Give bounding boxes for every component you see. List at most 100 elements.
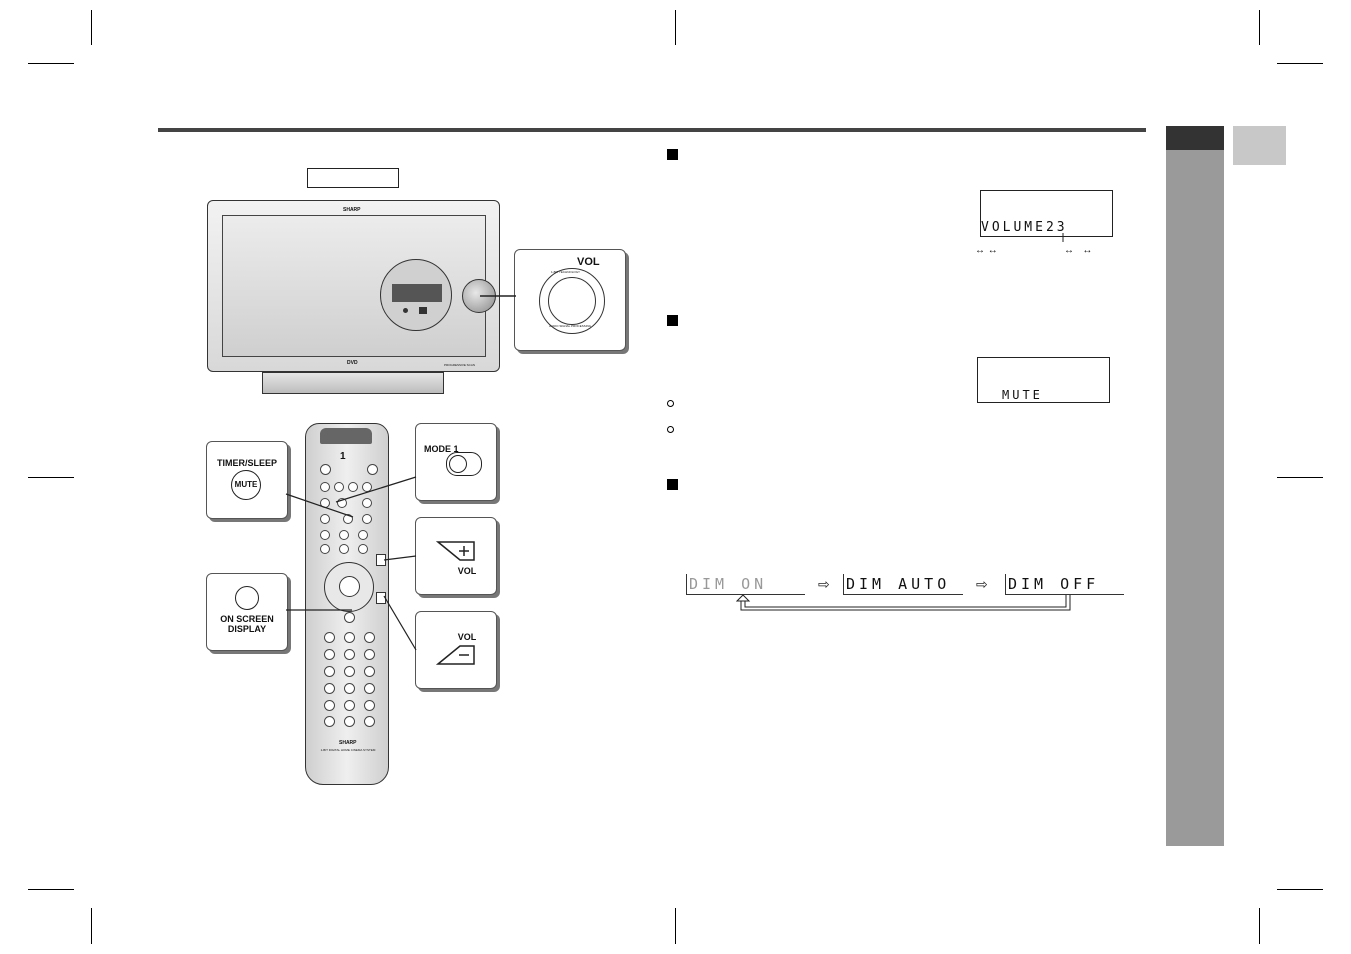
remote-button[interactable]	[324, 716, 335, 727]
remote-button[interactable]	[364, 716, 375, 727]
mute-label: MUTE	[234, 480, 258, 489]
vol-down-button-illustration[interactable]	[436, 642, 476, 668]
remote-button[interactable]	[358, 530, 368, 540]
remote-button[interactable]	[364, 700, 375, 711]
main-unit: SHARP DVD PROGRESSIVE SCAN	[207, 200, 500, 372]
on-screen-button-illustration[interactable]	[235, 586, 259, 610]
crop-mark	[675, 10, 676, 45]
remote-number-button[interactable]	[344, 649, 355, 660]
dim-off-label: DIM OFF	[1008, 575, 1100, 593]
on-screen-label: ON SCREEN	[220, 614, 274, 624]
remote-button[interactable]	[364, 683, 375, 694]
vol-knob-ring-bottom: AUDIO SIGNAL PROCESSING	[549, 324, 592, 328]
note-bullet	[667, 426, 674, 433]
remote-button[interactable]	[358, 544, 368, 554]
vol-down-label: VOL	[457, 632, 477, 642]
dim-auto-label: DIM AUTO	[846, 575, 951, 593]
remote-button[interactable]	[348, 482, 358, 492]
remote-button[interactable]	[362, 498, 372, 508]
remote-logo: 1	[340, 451, 346, 462]
crop-mark	[28, 477, 74, 478]
remote-mute-button[interactable]	[343, 514, 353, 524]
remote-number-button[interactable]	[324, 666, 335, 677]
vol-up-callout: VOL	[415, 517, 497, 595]
chapter-box	[1233, 126, 1286, 165]
volume-range-arrow-left: ↔ ↔	[975, 245, 998, 256]
dim-on-box	[686, 574, 805, 595]
remote-enter-button[interactable]	[339, 576, 360, 597]
vol-knob-ring-top: 1-BIT TECHNOLOGY	[551, 270, 581, 274]
remote-number-button[interactable]	[364, 666, 375, 677]
section-bullet-mute	[667, 315, 678, 326]
dim-return-loop	[736, 594, 1071, 611]
remote-number-button[interactable]	[364, 632, 375, 643]
section-bullet-dimmer	[667, 479, 678, 490]
remote-brand: SHARP	[339, 740, 357, 746]
unit-display-disc	[380, 259, 452, 331]
remote-button[interactable]	[320, 514, 330, 524]
mute-callout: TIMER/SLEEP MUTE	[206, 441, 288, 519]
remote-button[interactable]	[344, 716, 355, 727]
side-tab	[1166, 126, 1224, 846]
crop-mark	[91, 908, 92, 944]
remote-number-button[interactable]	[364, 649, 375, 660]
remote-button[interactable]	[367, 464, 378, 475]
device-label-box	[307, 168, 399, 188]
crop-mark	[1277, 477, 1323, 478]
remote-button[interactable]	[339, 544, 349, 554]
remote-control: 1 SHARP 1-BIT DIGITAL HOME CINEMA SYSTEM	[305, 423, 389, 785]
crop-mark	[1259, 908, 1260, 944]
crop-mark	[28, 63, 74, 64]
volume-range-arrow-right: ↔ ↔	[1064, 245, 1093, 256]
vol-knob-inner	[548, 277, 596, 325]
remote-mode-button[interactable]	[337, 498, 347, 508]
remote-button[interactable]	[344, 683, 355, 694]
dim-on-label: DIM ON	[689, 575, 768, 593]
unit-brand: SHARP	[343, 207, 361, 213]
remote-number-button[interactable]	[344, 666, 355, 677]
crop-mark	[1277, 889, 1323, 890]
vol-up-button-illustration[interactable]	[436, 538, 476, 564]
remote-number-button[interactable]	[324, 649, 335, 660]
volume-tick	[1062, 233, 1064, 242]
mode-button-knob	[449, 455, 467, 473]
vol-down-callout: VOL	[415, 611, 497, 689]
remote-button[interactable]	[320, 482, 330, 492]
remote-button[interactable]	[334, 482, 344, 492]
on-screen-callout: ON SCREEN DISPLAY	[206, 573, 288, 651]
mode-label: MODE 1	[424, 444, 459, 454]
crop-mark	[1277, 63, 1323, 64]
unit-stand	[262, 372, 444, 394]
side-tab-header	[1166, 126, 1224, 150]
remote-model: 1-BIT DIGITAL HOME CINEMA SYSTEM	[320, 748, 376, 752]
remote-button[interactable]	[320, 544, 330, 554]
display-label: DISPLAY	[227, 624, 267, 634]
mute-display-text: MUTE	[1002, 388, 1043, 402]
mode-button-illustration[interactable]	[446, 452, 482, 476]
mute-button-illustration[interactable]: MUTE	[231, 470, 261, 500]
section-bullet-volume	[667, 149, 678, 160]
remote-button[interactable]	[324, 700, 335, 711]
remote-leader-lines	[285, 476, 417, 651]
remote-button[interactable]	[320, 530, 330, 540]
remote-button[interactable]	[324, 683, 335, 694]
remote-button[interactable]	[320, 464, 331, 475]
remote-button[interactable]	[344, 700, 355, 711]
unit-model-text: PROGRESSIVE SCAN	[444, 363, 476, 367]
remote-button[interactable]	[339, 530, 349, 540]
remote-button[interactable]	[362, 482, 372, 492]
crop-mark	[28, 889, 74, 890]
vol-knob-ring	[539, 268, 605, 334]
vol-knob-label: VOL	[577, 256, 600, 268]
remote-number-button[interactable]	[324, 632, 335, 643]
unit-indicator	[419, 307, 427, 314]
remote-number-button[interactable]	[344, 632, 355, 643]
unit-disc-logo: DVD	[347, 360, 358, 366]
vol-leader-line	[480, 295, 516, 297]
remote-dpad[interactable]	[324, 562, 374, 612]
remote-button[interactable]	[362, 514, 372, 524]
volume-display-text: VOLUME23	[981, 220, 1068, 235]
remote-on-screen-button[interactable]	[344, 612, 355, 623]
volume-display: VOLUME23	[980, 190, 1113, 237]
dim-off-box	[1005, 574, 1124, 595]
